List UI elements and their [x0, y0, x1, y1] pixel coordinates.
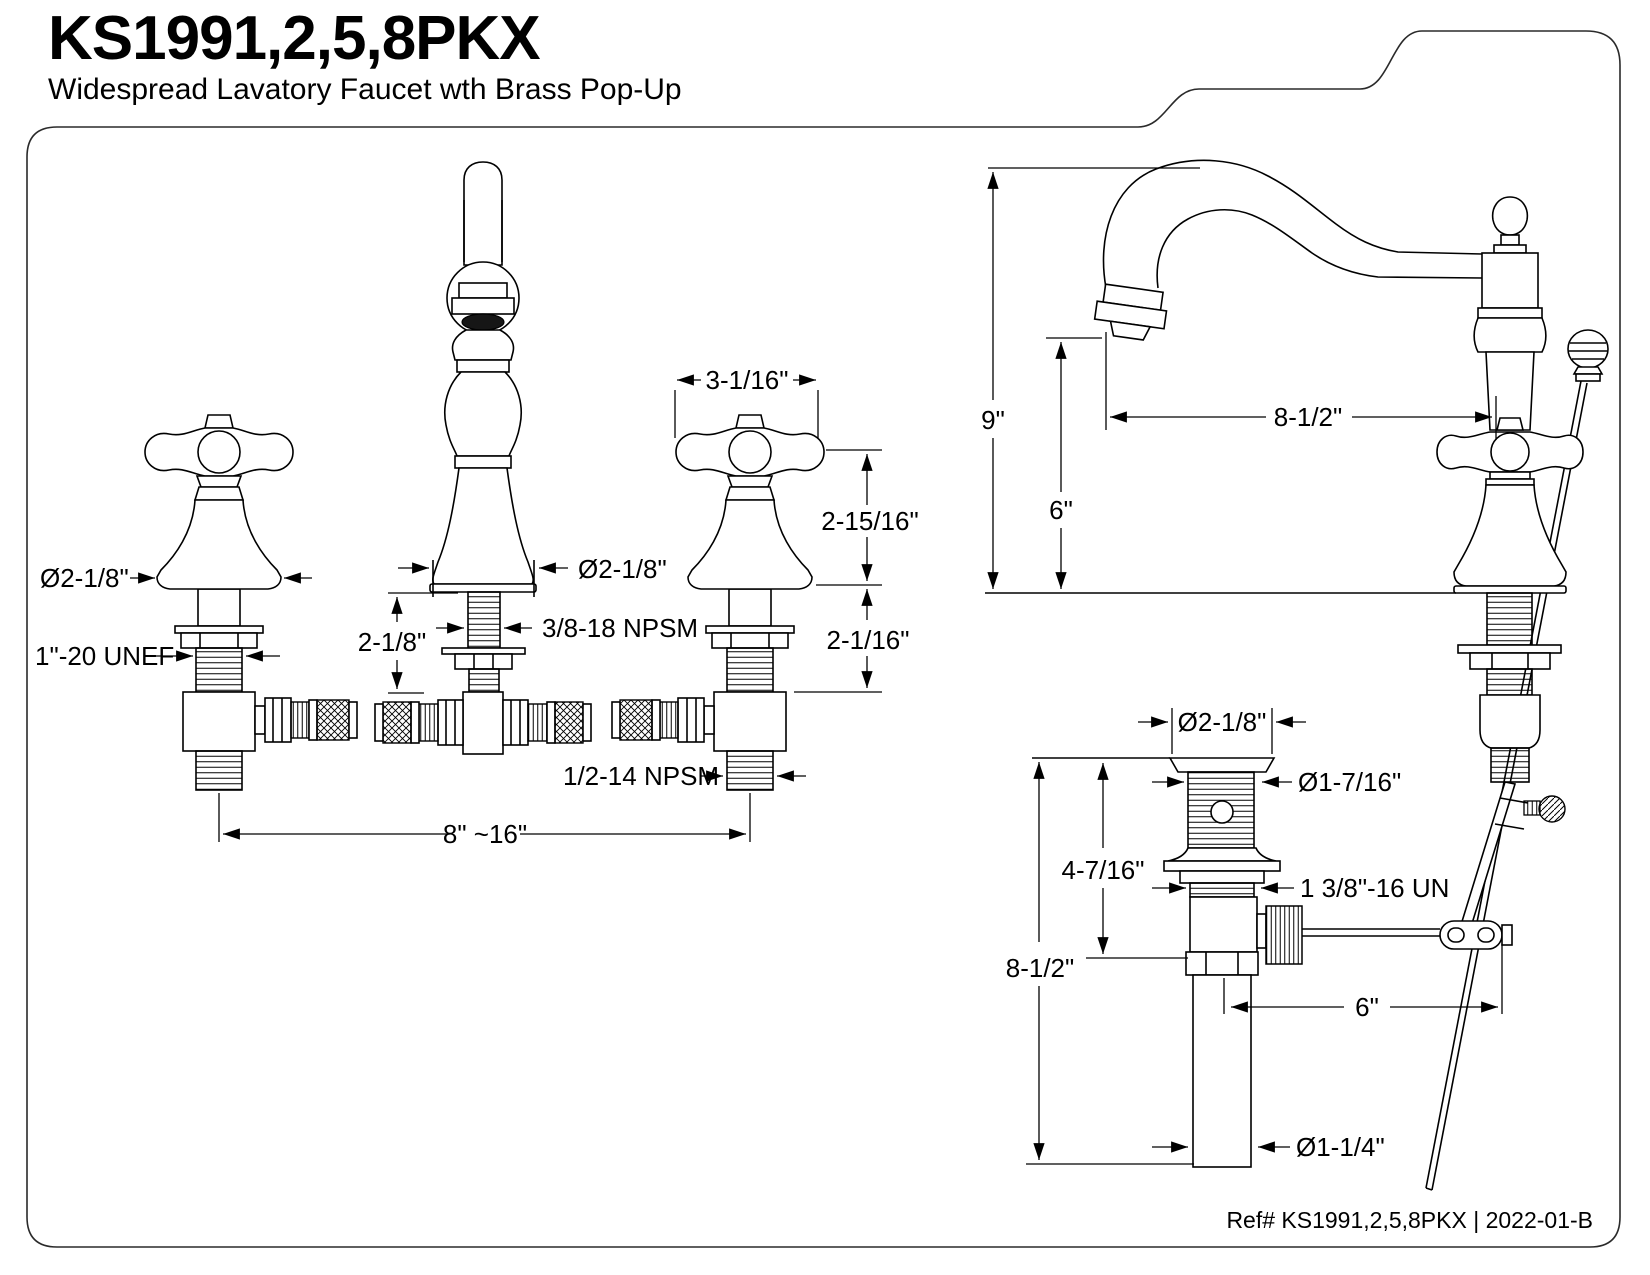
overflow-hole — [1210, 800, 1234, 824]
front-view-dimensions: 3-1/16" Ø2-1/8" 1"-20 UNEF Ø2-1/8" 2-1 — [35, 365, 919, 849]
dim-below-deck-label: 2-1/16" — [827, 625, 910, 655]
dim-flange-diameter-label: Ø2-1/8" — [1178, 707, 1267, 737]
valve-right-hose — [611, 697, 715, 743]
pivot-nut — [1265, 905, 1303, 965]
dim-spout-shank-thread-label: 3/8-18 NPSM — [542, 613, 698, 643]
tailpiece — [1192, 974, 1252, 1168]
page-subtitle: Widespread Lavatory Faucet wth Brass Pop… — [48, 73, 682, 107]
faucet-body-side — [1436, 196, 1584, 783]
popup-drain — [1032, 757, 1303, 1168]
dim-spout-base-diameter-label: Ø2-1/8" — [578, 554, 667, 584]
spout-side — [1093, 159, 1483, 341]
sheet-border — [26, 30, 1621, 1248]
side-view-dimensions: 9" 6" 8-1/2" Ø2-1/8" — [981, 167, 1503, 1165]
dim-drain-overall-label: 8-1/2" — [1006, 953, 1075, 983]
spout-front — [374, 161, 592, 755]
dim-throat-diameter-label: Ø1-7/16" — [1298, 767, 1401, 797]
clevis-strap — [1458, 781, 1517, 931]
clevis-screw — [1538, 795, 1566, 823]
dim-drain-thread-label: 1 3/8"-16 UN — [1300, 873, 1449, 903]
dim-handle-shank-thread-label: 1"-20 UNEF — [35, 641, 174, 671]
dim-spout-reach-label: 8-1/2" — [1274, 402, 1343, 432]
reference-number: Ref# KS1991,2,5,8PKX | 2022-01-B — [1226, 1207, 1593, 1233]
page-title: KS1991,2,5,8PKX — [48, 4, 541, 73]
dim-outlet-thread-label: 1/2-14 NPSM — [563, 761, 719, 791]
valve-left-hose — [254, 697, 358, 743]
dim-spout-shank-length-label: 2-1/8" — [358, 627, 427, 657]
dim-handle-height-label: 2-15/16" — [821, 506, 918, 536]
dim-rod-offset-label: 6" — [1355, 992, 1379, 1022]
lift-rod — [1425, 329, 1609, 1191]
dim-drain-body-length-label: 4-7/16" — [1062, 855, 1145, 885]
dim-handle-width-label: 3-1/16" — [706, 365, 789, 395]
popup-linkage — [1302, 781, 1566, 950]
title-block: KS1991,2,5,8PKX Widespread Lavatory Fauc… — [48, 6, 682, 107]
front-view: 3-1/16" Ø2-1/8" 1"-20 UNEF Ø2-1/8" 2-1 — [35, 161, 919, 849]
dim-spread-label: 8" ~16" — [443, 819, 527, 849]
dim-outlet-height-label: 6" — [1049, 495, 1073, 525]
side-view: 9" 6" 8-1/2" Ø2-1/8" — [981, 159, 1609, 1191]
dim-tailpiece-diameter-label: Ø1-1/4" — [1296, 1132, 1385, 1162]
dim-spout-height-label: 9" — [981, 405, 1005, 435]
dim-escutcheon-diameter-label: Ø2-1/8" — [40, 563, 129, 593]
